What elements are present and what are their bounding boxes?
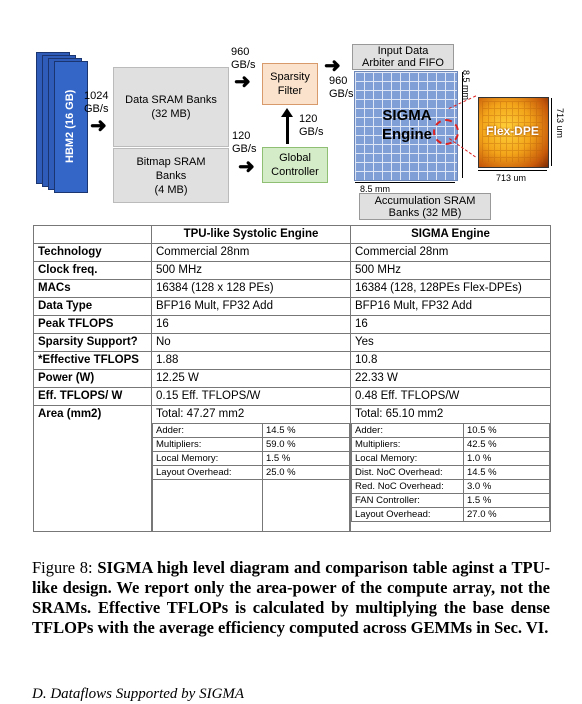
bw-960-right-label: 960	[329, 75, 348, 87]
list-item: Adder:10.5 %	[351, 423, 550, 438]
dim-713-vertical: 713 um	[555, 108, 565, 139]
tpu-area-breakdown: Adder:14.5 % Multipliers:59.0 % Local Me…	[152, 423, 350, 531]
dim-85-horizontal: 8.5 mm	[360, 184, 391, 194]
dim-line-vertical	[462, 72, 463, 178]
list-item: Layout Overhead:25.0 %	[152, 465, 350, 480]
bw-960-top-label: 960	[231, 46, 250, 58]
bw-1024-unit: GB/s	[84, 103, 109, 115]
sparsity-filter: Sparsity Filter	[262, 63, 318, 105]
table-header-tpu: TPU-like Systolic Engine	[151, 225, 351, 244]
bw-120-up-unit: GB/s	[299, 126, 324, 138]
hbm-stack: HBM2 (16 GB)	[36, 52, 88, 193]
figure-caption: Figure 8: SIGMA high level diagram and c…	[32, 558, 550, 638]
dim-85-vertical: 8.5 mm	[461, 70, 471, 101]
sigma-area-breakdown: Adder:10.5 % Multipliers:42.5 % Local Me…	[351, 423, 550, 522]
bw-120-left-label: 120	[232, 130, 251, 142]
bw-960-top-unit: GB/s	[231, 59, 256, 71]
list-item: Adder:14.5 %	[152, 423, 350, 438]
dim-line-horizontal	[355, 182, 455, 183]
arrow-controller-to-filter	[286, 114, 289, 144]
list-item: Multipliers:42.5 %	[351, 437, 550, 452]
comparison-table: TPU-like Systolic Engine SIGMA Engine Te…	[33, 225, 551, 532]
accumulation-sram-banks: Accumulation SRAM Banks (32 MB)	[359, 193, 491, 220]
flex-dpe-label: Flex-DPE	[486, 124, 539, 138]
list-item: FAN Controller:1.5 %	[351, 493, 550, 508]
area-label: Area (mm2)	[38, 408, 102, 420]
sigma-area-total: Total: 65.10 mm2	[355, 408, 444, 420]
caption-bold-text: SIGMA high level diagram and comparison …	[32, 558, 550, 637]
flex-dpe-die	[478, 97, 549, 168]
table-header-empty	[33, 225, 152, 244]
sigma-engine-array	[354, 71, 458, 181]
arrow-bitmap-to-controller: ➜	[238, 156, 255, 178]
caption-prefix: Figure 8:	[32, 558, 98, 577]
list-item: Layout Overhead:27.0 %	[351, 507, 550, 522]
arrow-hbm-to-sram: ➜	[90, 115, 107, 137]
dpe-dim-line-h	[478, 170, 547, 171]
list-item: Local Memory:1.0 %	[351, 451, 550, 466]
list-item: Red. NoC Overhead:3.0 %	[351, 479, 550, 494]
table-row-area: Area (mm2) Total: 47.27 mm2 Adder:14.5 %…	[33, 405, 551, 532]
hbm-label: HBM2 (16 GB)	[64, 89, 76, 163]
bw-1024-label: 1024	[84, 90, 109, 102]
bw-960-right-unit: GB/s	[329, 88, 354, 100]
global-controller: Global Controller	[262, 147, 328, 183]
tpu-area-total: Total: 47.27 mm2	[156, 408, 245, 420]
arrow-sram-to-filter: ➜	[234, 71, 251, 93]
list-item: Local Memory:1.5 %	[152, 451, 350, 466]
arrow-filter-to-sigma: ➜	[324, 55, 341, 77]
input-data-arbiter: Input Data Arbiter and FIFO	[352, 44, 454, 70]
list-item: Dist. NoC Overhead:14.5 %	[351, 465, 550, 480]
dim-713-horizontal: 713 um	[496, 173, 527, 183]
bw-120-up-label: 120	[299, 113, 318, 125]
next-section-heading: D. Dataflows Supported by SIGMA	[32, 686, 245, 702]
table-header-sigma: SIGMA Engine	[350, 225, 551, 244]
table-header-row: TPU-like Systolic Engine SIGMA Engine	[33, 225, 551, 244]
sigma-engine-label: SIGMA Engine	[381, 107, 432, 143]
list-item: Multipliers:59.0 %	[152, 437, 350, 452]
dpe-dim-line-v	[551, 98, 552, 166]
zoom-circle	[433, 119, 459, 145]
bw-120-left-unit: GB/s	[232, 143, 257, 155]
data-sram-banks: Data SRAM Banks (32 MB)	[113, 67, 229, 147]
bitmap-sram-banks: Bitmap SRAM Banks (4 MB)	[113, 148, 229, 203]
